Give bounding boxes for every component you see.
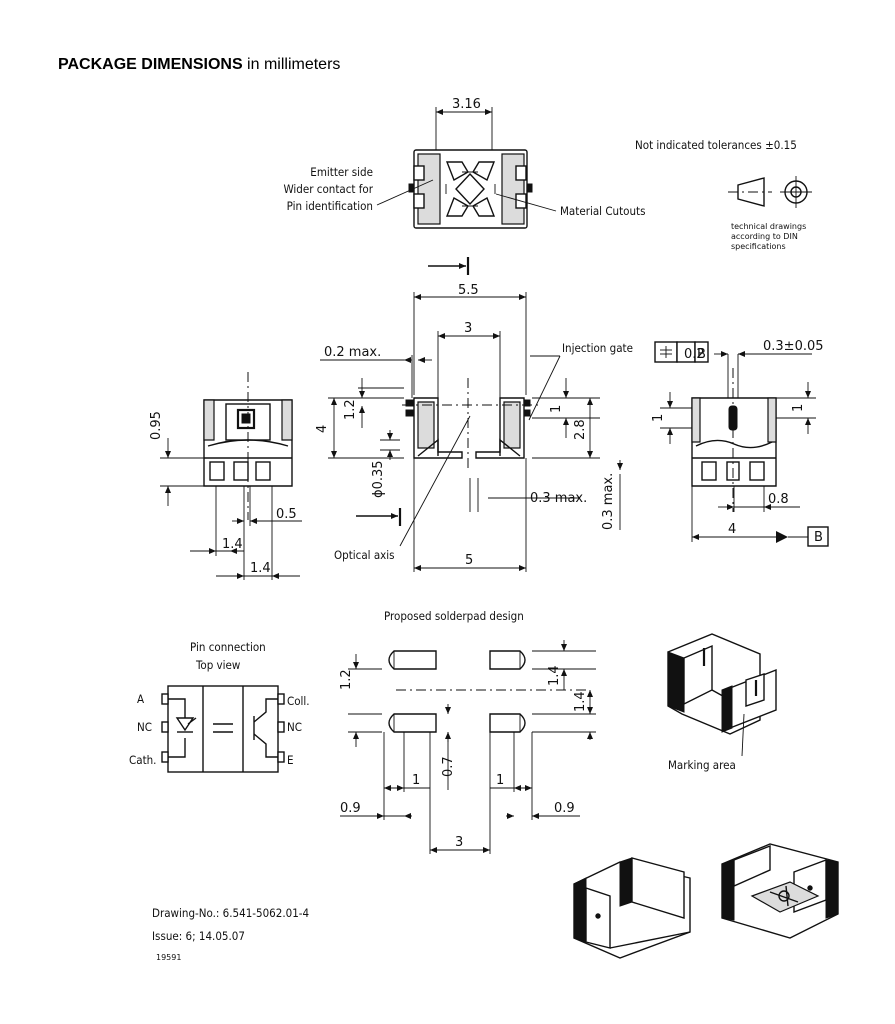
dim-max-03-v: 0.3 max.	[601, 473, 616, 530]
page-title: PACKAGE DIMENSIONS in millimeters	[58, 56, 341, 73]
pin-left-a: A	[137, 692, 144, 706]
dim-r-1b: 1	[791, 404, 806, 412]
dim-r-1a: 1	[651, 414, 666, 422]
drawing-number: Drawing-No.: 6.541-5062.01-4	[152, 906, 309, 920]
dim-max-03-h: 0.3 max.	[530, 491, 587, 506]
front-view	[320, 292, 623, 572]
dim-h-1-right: 1	[549, 405, 564, 413]
dim-dia-035: ϕ0.35	[371, 460, 386, 498]
emitter-side-label-1: Emitter side	[310, 165, 373, 179]
dim-h-12: 1.2	[343, 399, 358, 420]
figure-code: 19591	[156, 953, 181, 962]
dim-max-02: 0.2 max.	[324, 345, 381, 360]
dim-pad-09b: 0.9	[554, 801, 575, 816]
solderpad-title: Proposed solderpad design	[384, 609, 524, 623]
pin-right-coll: Coll.	[287, 694, 310, 708]
dim-bottom-5: 5	[465, 553, 473, 568]
din-note-2: according to DIN	[731, 232, 798, 241]
top-view: 3.16	[376, 97, 557, 229]
pin-right-nc: NC	[287, 720, 302, 734]
din-note-1: technical drawings	[731, 222, 806, 231]
dim-front-width: 5.5	[458, 283, 479, 298]
dim-gap: 3	[464, 321, 472, 336]
pin-left-nc: NC	[137, 720, 152, 734]
dim-pad-12: 1.2	[339, 669, 354, 690]
dim-side-14a: 1.4	[222, 537, 243, 552]
issue-date: Issue: 6; 14.05.07	[152, 929, 245, 943]
tol-frame-ref: B	[697, 347, 706, 362]
dim-pad-1b: 1	[496, 773, 504, 788]
tol-frame-value: 0.2	[684, 347, 705, 362]
pin-right-e: E	[287, 753, 294, 767]
pin-left-cath: Cath.	[129, 753, 156, 767]
injection-gate-label: Injection gate	[562, 341, 633, 355]
dim-side-05: 0.5	[276, 507, 297, 522]
dim-side-095: 0.95	[149, 411, 164, 440]
din-projection-symbol	[728, 176, 812, 208]
dim-pad-3: 3	[455, 835, 463, 850]
dim-pad-1a: 1	[412, 773, 420, 788]
emitter-side-label-2: Wider contact for	[283, 182, 373, 196]
iso-view-bottom-right	[721, 843, 839, 939]
iso-view-bottom-left	[573, 857, 691, 959]
optical-axis-label: Optical axis	[334, 548, 395, 562]
solderpad-design	[340, 640, 596, 854]
dim-h-4: 4	[315, 425, 330, 433]
dim-h-28: 2.8	[573, 419, 588, 440]
dim-top-width: 3.16	[452, 97, 481, 112]
left-side-view	[160, 372, 302, 580]
right-side-view	[654, 341, 829, 547]
dim-side-14b: 1.4	[250, 561, 271, 576]
dim-pad-14a: 1.4	[547, 665, 562, 686]
marking-area-label: Marking area	[668, 758, 736, 772]
dim-r-08: 0.8	[768, 492, 789, 507]
dim-pad-09a: 0.9	[340, 801, 361, 816]
iso-view-marking	[667, 633, 777, 757]
din-note-3: specifications	[731, 242, 786, 251]
dim-r-03: 0.3±0.05	[763, 339, 824, 354]
material-cutouts-label: Material Cutouts	[560, 204, 646, 218]
dim-r-4: 4	[728, 522, 736, 537]
dim-pad-07: 0.7	[441, 756, 456, 777]
pin-connection-title-2: Top view	[195, 658, 241, 672]
pin-connection-title-1: Pin connection	[190, 640, 266, 654]
material-cutouts-pattern	[445, 161, 496, 217]
tolerance-note: Not indicated tolerances ±0.15	[635, 138, 797, 152]
pin-connection-diagram	[161, 685, 285, 773]
datum-b-label: B	[814, 530, 823, 545]
dim-pad-14b: 1.4	[573, 691, 588, 712]
emitter-side-label-3: Pin identification	[287, 199, 373, 213]
